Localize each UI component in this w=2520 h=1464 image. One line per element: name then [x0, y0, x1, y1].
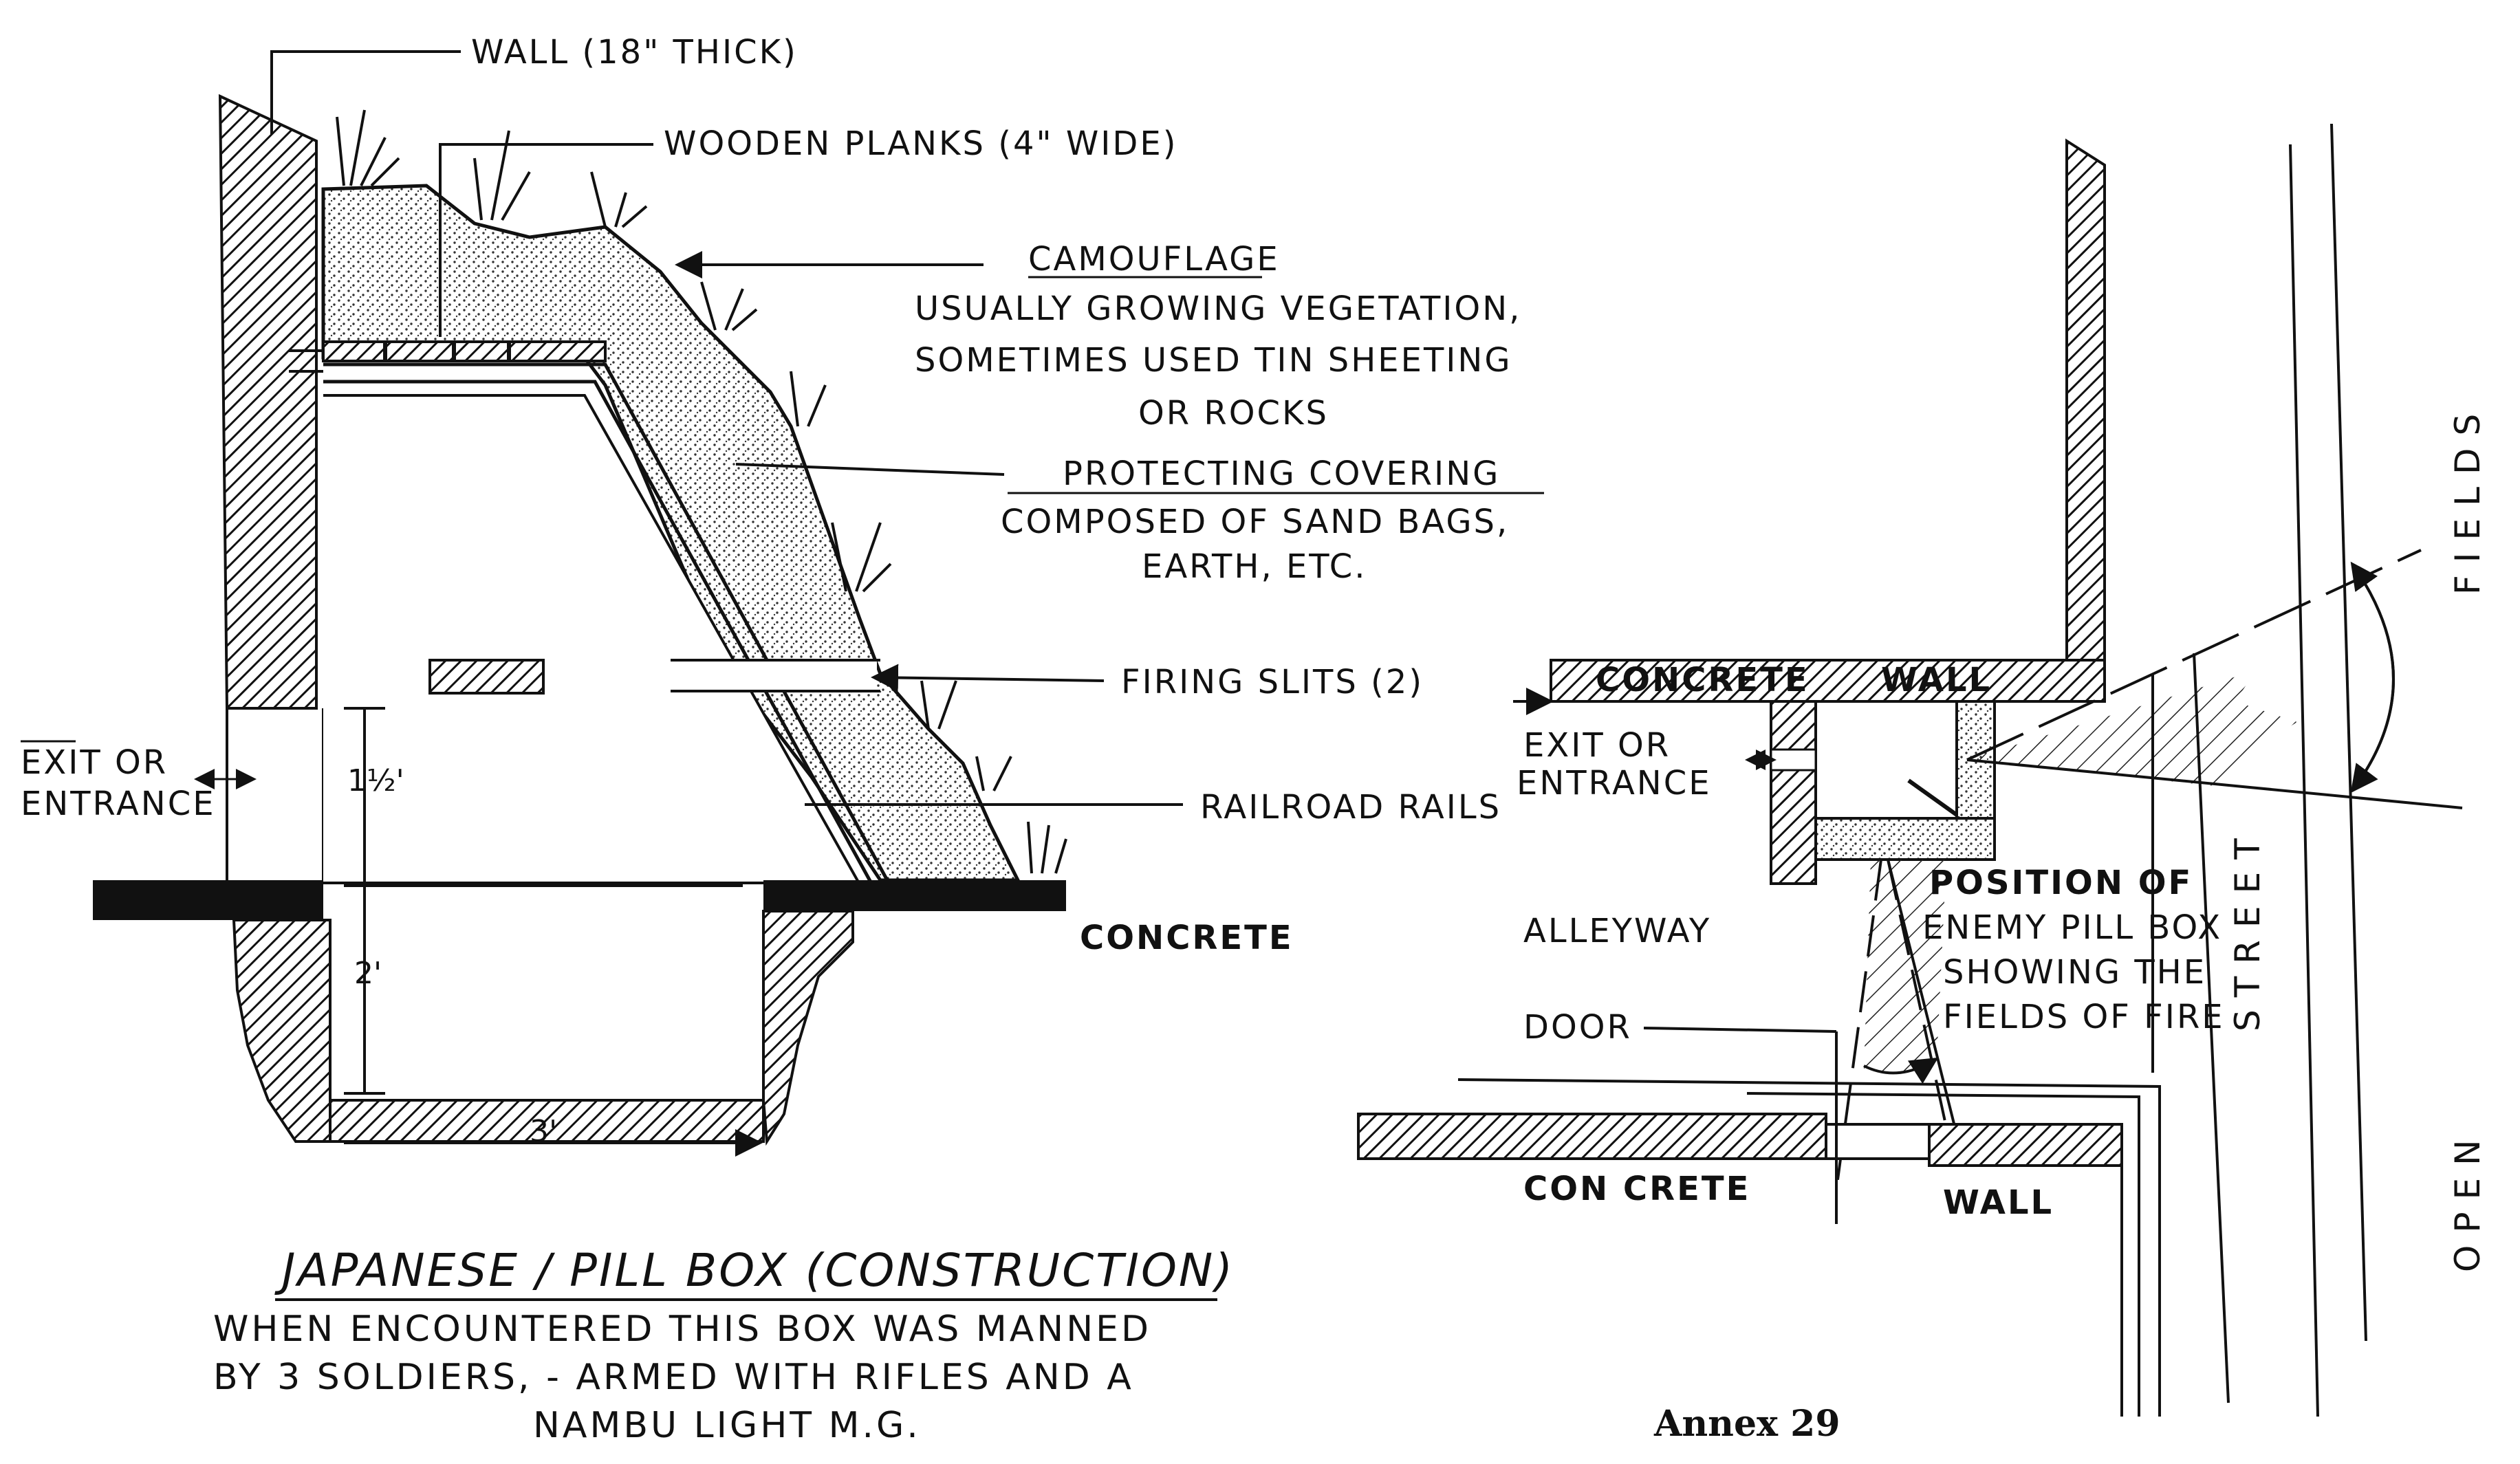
- ground-slab-left: [93, 880, 323, 920]
- pit-left: [232, 919, 332, 1143]
- plan-wall-bottom-label: WALL: [1943, 1183, 2054, 1222]
- firing-slits: [671, 659, 880, 692]
- section-leaders: [270, 50, 1183, 806]
- interior-chamber: [323, 392, 867, 1100]
- dim-lower: 2': [354, 956, 382, 991]
- caption-line-2: BY 3 SOLDIERS, - ARMED WITH RIFLES AND A: [213, 1357, 1134, 1398]
- pillbox-left-wall: [1770, 700, 1817, 885]
- plan-view: CONCRETE WALL EXIT OR ENTRANCE: [1357, 123, 2488, 1445]
- door-label: DOOR: [1523, 1008, 1632, 1047]
- plan-door-gap: [1825, 1123, 1931, 1160]
- covering-line-2: EARTH, ETC.: [1142, 547, 1367, 586]
- street-label: STREET: [2228, 826, 2268, 1031]
- pit-floor: [329, 1099, 765, 1143]
- street-lines: [2151, 123, 2367, 1417]
- plan-concrete-wall-label-2: WALL: [1881, 661, 1992, 699]
- position-line-3: SHOWING THE: [1943, 953, 2206, 992]
- pillbox-bottom-wall: [1814, 817, 1996, 861]
- fields-label: FIELDS: [2448, 402, 2488, 595]
- camouflage-line-1: USUALLY GROWING VEGETATION,: [915, 289, 1521, 328]
- covering-line-1: COMPOSED OF SAND BAGS,: [1001, 503, 1509, 541]
- plan-exit-line2: ENTRANCE: [1517, 764, 1712, 802]
- plan-bottom-wall: [1928, 1123, 2123, 1167]
- railroad-rails: [323, 362, 889, 882]
- caption-line-3: NAMBU LIGHT M.G.: [533, 1405, 921, 1446]
- covering-heading: PROTECTING COVERING: [1063, 455, 1500, 493]
- open-label: OPEN: [2448, 1127, 2488, 1272]
- concrete-label: CONCRETE: [1080, 919, 1294, 957]
- camouflage-line-2: SOMETIMES USED TIN SHEETING: [915, 341, 1512, 380]
- plan-concrete-wall-label-1: CONCRETE: [1596, 661, 1810, 699]
- ground-slab-right: [763, 880, 1066, 911]
- plan-wall-vertical: [2065, 138, 2106, 662]
- camouflage-line-3: OR ROCKS: [1138, 394, 1329, 433]
- plan-exit-line1: EXIT OR: [1523, 726, 1671, 765]
- plan-concrete-wall: [1550, 659, 2106, 703]
- alleyway-label: ALLEYWAY: [1523, 912, 1711, 950]
- rails-label: RAILROAD RAILS: [1200, 788, 1501, 827]
- hatched-block: [428, 659, 545, 695]
- caption-line-1: WHEN ENCOUNTERED THIS BOX WAS MANNED: [213, 1309, 1151, 1350]
- dimension-lines: [344, 707, 763, 1157]
- dim-upper: 1½': [347, 763, 404, 798]
- planks-label: WOODEN PLANKS (4" WIDE): [664, 124, 1177, 163]
- annex-label: Annex 29: [1653, 1403, 1840, 1445]
- section-exit-line2: ENTRANCE: [21, 785, 216, 823]
- diagram-title: JAPANESE / PILL BOX (CONSTRUCTION): [274, 1244, 1235, 1297]
- section-exit-line1: EXIT OR: [21, 743, 168, 782]
- firing-slits-label: FIRING SLITS (2): [1121, 663, 1424, 701]
- camouflage-heading: CAMOUFLAGE: [1028, 240, 1280, 278]
- plan-bottom-concrete: [1357, 1113, 1827, 1160]
- wall-label: WALL (18" THICK): [471, 33, 798, 72]
- plan-concrete-bottom-label: CON CRETE: [1523, 1170, 1750, 1208]
- grass-tufts: [336, 109, 1067, 874]
- section-view: 1½' 2' 3' EXIT OR ENTRANCE WALL (18" THI…: [21, 33, 1544, 1446]
- field-of-fire-upper: [1966, 549, 2463, 809]
- position-line-2: ENEMY PILL BOX: [1922, 908, 2222, 947]
- section-wall: [218, 94, 318, 710]
- wooden-planks: [322, 340, 607, 362]
- position-line-4: FIELDS OF FIRE: [1943, 998, 2225, 1036]
- dim-width: 3': [530, 1114, 557, 1149]
- position-line-1: POSITION OF: [1929, 864, 2193, 902]
